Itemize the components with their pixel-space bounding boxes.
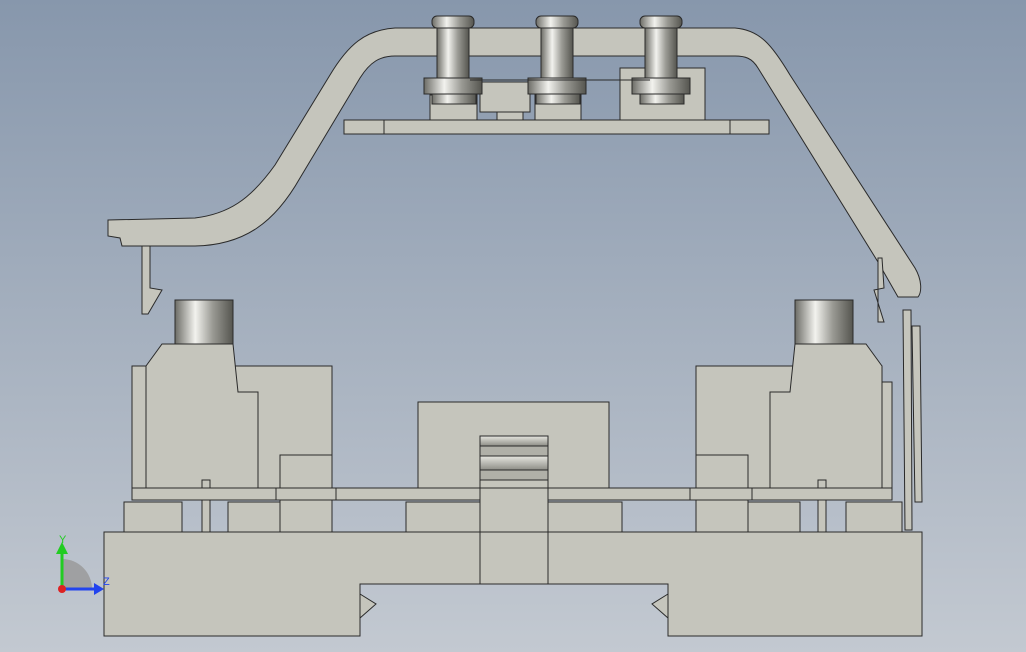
axis-triad: Y Z (56, 534, 110, 595)
right-clamp-block (695, 299, 903, 533)
top-screw-3 (631, 15, 691, 105)
y-axis-arrow-icon (56, 542, 68, 554)
z-axis-arrow-icon (94, 583, 104, 595)
top-bracket (107, 27, 922, 323)
triad-plane-icon (62, 559, 92, 589)
triad-origin-icon (58, 585, 66, 593)
top-screw-2 (527, 15, 587, 105)
right-side-strips (902, 309, 923, 531)
z-axis-label: Z (103, 576, 110, 588)
left-clamp-block (123, 299, 333, 533)
y-axis-label: Y (59, 534, 67, 546)
base-rail (103, 531, 923, 637)
top-screw-1 (423, 15, 483, 105)
